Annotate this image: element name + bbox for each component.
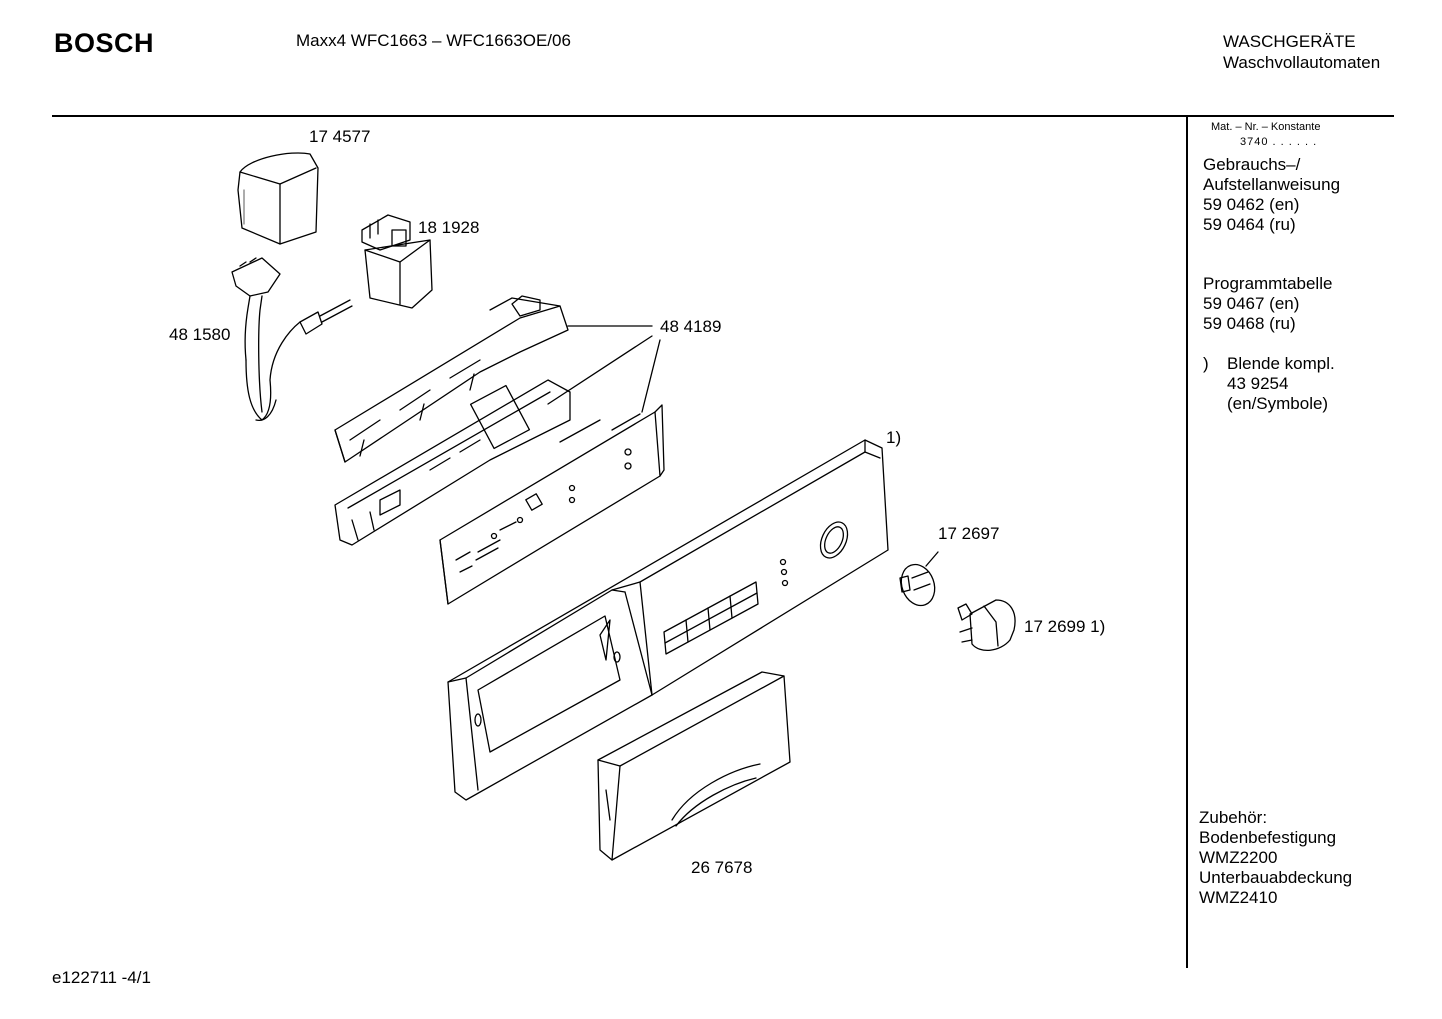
manual-ru: 59 0464 (ru) xyxy=(1203,215,1296,234)
part-label-board: 48 4189 xyxy=(660,317,722,336)
part-label-cap: 17 4577 xyxy=(309,127,371,146)
header-divider xyxy=(52,115,1394,117)
manual-title-2: Aufstellanweisung xyxy=(1203,175,1341,194)
category-block: WASCHGERÄTE Waschvollautomaten xyxy=(1223,31,1380,73)
knob-part xyxy=(958,600,1015,650)
board-upper-bracket xyxy=(335,296,568,462)
accessory-code: WMZ2200 xyxy=(1199,848,1278,867)
document-id: e122711 -4/1 xyxy=(52,968,151,987)
note-marker: ) xyxy=(1203,354,1209,373)
manual-block: Gebrauchs–/ Aufstellanweisung 59 0462 (e… xyxy=(1203,155,1340,235)
control-panel-part xyxy=(448,440,888,800)
part-label-panel-note: 1) xyxy=(886,428,902,447)
mat-nr-value: 3740 . . . . . . xyxy=(1240,136,1318,148)
pcb-board-part xyxy=(440,405,664,604)
accessories-block: Zubehör: Bodenbefestigung WMZ2200 Unterb… xyxy=(1199,808,1352,908)
manual-en: 59 0462 (en) xyxy=(1203,195,1300,214)
program-table-ru: 59 0468 (ru) xyxy=(1203,314,1296,333)
power-cable-part xyxy=(232,258,352,420)
knob-insert-part xyxy=(896,552,940,610)
note-block: Blende kompl. 43 9254 (en/Symbole) xyxy=(1227,354,1335,414)
category-line: WASCHGERÄTE xyxy=(1223,32,1356,51)
program-table-title: Programmtabelle xyxy=(1203,274,1333,293)
manual-title: Gebrauchs–/ xyxy=(1203,155,1301,174)
drawer-handle-part xyxy=(598,672,790,860)
accessory-code: WMZ2410 xyxy=(1199,888,1278,907)
part-label-filter: 18 1928 xyxy=(418,218,480,237)
brand-logo: BOSCH xyxy=(54,28,155,58)
accessory-name: Bodenbefestigung xyxy=(1199,828,1337,847)
note-variant: (en/Symbole) xyxy=(1227,394,1329,413)
program-table-block: Programmtabelle 59 0467 (en) 59 0468 (ru… xyxy=(1203,274,1332,334)
program-table-en: 59 0467 (en) xyxy=(1203,294,1300,313)
part-label-knob-insert: 17 2697 xyxy=(938,524,1000,543)
leader-line xyxy=(642,340,660,412)
filter-part xyxy=(362,215,432,308)
leader-line xyxy=(548,336,652,404)
accessory-name: Unterbauabdeckung xyxy=(1199,868,1353,887)
cap-part xyxy=(238,153,318,244)
note-part-number: 43 9254 xyxy=(1227,374,1289,393)
subcategory-line: Waschvollautomaten xyxy=(1223,53,1381,72)
sidebar-divider xyxy=(1186,116,1188,968)
model-title: Maxx4 WFC1663 – WFC1663OE/06 xyxy=(296,31,571,50)
part-label-knob: 17 2699 1) xyxy=(1024,617,1106,636)
mat-nr-label: Mat. – Nr. – Konstante xyxy=(1211,121,1321,133)
part-label-drawer-handle: 26 7678 xyxy=(691,858,753,877)
exploded-view-drawing xyxy=(0,0,1180,960)
board-middle-frame xyxy=(335,380,570,545)
accessories-title: Zubehör: xyxy=(1199,808,1268,827)
part-label-cable: 48 1580 xyxy=(169,325,231,344)
note-line: Blende kompl. xyxy=(1227,354,1335,373)
